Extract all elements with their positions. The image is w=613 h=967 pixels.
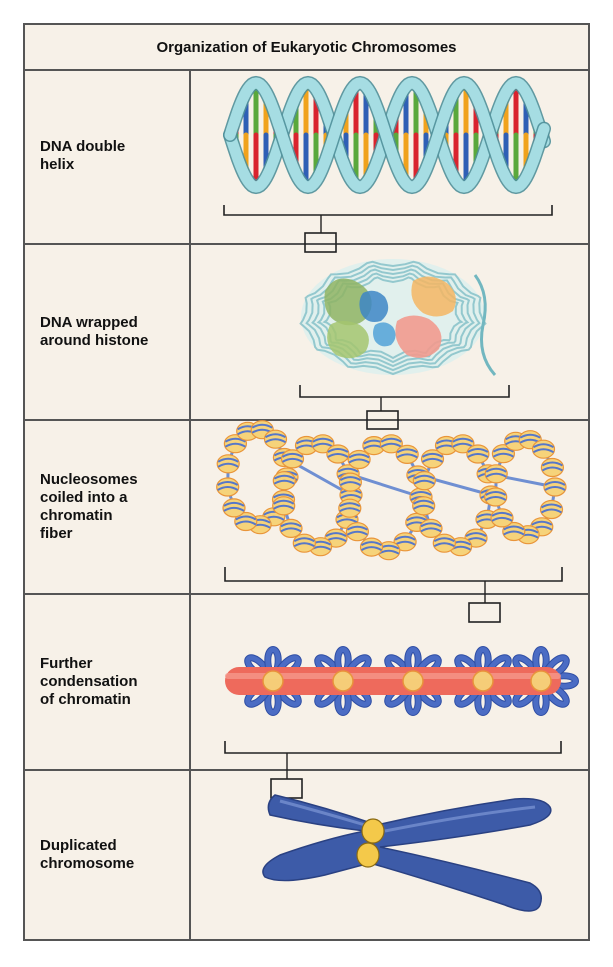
- bead-dna-wrap: [223, 501, 245, 512]
- helix-bracket: [223, 205, 553, 216]
- condensed-chromatin-illustration: [224, 646, 579, 799]
- loop-anchor: [332, 670, 354, 692]
- histone-core: [324, 276, 456, 359]
- dna-tail: [473, 274, 497, 377]
- bead-dna-wrap: [217, 481, 239, 491]
- bead-dna-wrap: [541, 461, 563, 472]
- diagram-title: Organization of Eukaryotic Chromosomes: [25, 25, 588, 71]
- centromere-top: [361, 818, 385, 844]
- bead-dna-wrap: [346, 525, 368, 536]
- bead-dna-wrap: [485, 491, 507, 501]
- loop-anchor: [530, 670, 552, 692]
- stage-label-text: Further condensation of chromatin: [40, 655, 138, 708]
- stage-label-text: Nucleosomes coiled into a chromatin fibe…: [40, 471, 138, 542]
- chromatid-highlight: [384, 805, 536, 833]
- bead-dna-wrap: [413, 474, 435, 485]
- zoom-box: [304, 232, 337, 253]
- bead-dna-wrap: [467, 448, 489, 458]
- bead-dna-wrap: [492, 447, 514, 458]
- fiber-bracket: [224, 567, 563, 582]
- bead-dna-wrap: [339, 502, 361, 513]
- stage-label-text: Duplicated chromosome: [40, 837, 135, 872]
- stage-label-dna-helix: DNA double helix: [25, 69, 191, 243]
- chromosome-illustration: [262, 794, 552, 912]
- bead-dna-wrap: [273, 474, 295, 485]
- bead-dna-wrap: [544, 481, 566, 491]
- dna-coil: [299, 260, 487, 376]
- zoom-box: [468, 602, 501, 623]
- stage-row-chromosome: Duplicated chromosome: [25, 771, 588, 939]
- bead-dna-wrap: [327, 448, 349, 458]
- bead-dna-wrap: [281, 452, 304, 463]
- chromatin-fiber-illustration: [216, 420, 567, 623]
- stage-row-dna-helix: DNA double helix: [25, 69, 588, 245]
- bead-dna-wrap: [264, 433, 287, 444]
- bead-dna-wrap: [452, 437, 474, 448]
- loop-anchor: [262, 670, 284, 692]
- bead-dna-wrap: [224, 437, 246, 448]
- nucleosome-bracket: [299, 385, 510, 398]
- bead-dna-wrap: [235, 515, 257, 526]
- bead-dna-wrap: [217, 457, 239, 468]
- loop-anchor: [402, 670, 424, 692]
- bead-dna-wrap: [312, 437, 334, 448]
- stage-label-condensation: Further condensation of chromatin: [25, 595, 191, 769]
- centromere-bottom: [356, 842, 380, 868]
- stage-label-text: DNA wrapped around histone: [40, 314, 149, 349]
- bead-dna-wrap: [540, 503, 563, 514]
- stage-label-nucleosome: DNA wrapped around histone: [25, 245, 191, 419]
- bead-dna-wrap: [360, 541, 383, 551]
- diagram-frame: Organization of Eukaryotic Chromosomes D…: [23, 23, 590, 941]
- bead-dna-wrap: [532, 443, 555, 454]
- chromatid-highlight: [279, 799, 366, 827]
- stage-label-chromatin-fiber: Nucleosomes coiled into a chromatin fibe…: [25, 421, 191, 593]
- loop-anchor: [472, 670, 494, 692]
- loop-attachment-points: [262, 670, 552, 692]
- bead-dna-wrap: [293, 537, 315, 548]
- bead-dna-wrap: [420, 522, 442, 533]
- dna-double-helix-illustration: [223, 75, 553, 253]
- bead-dna-wrap: [396, 448, 418, 459]
- bead-dna-wrap: [485, 467, 507, 478]
- nucleosome-beads: [216, 420, 567, 561]
- dna-backbone-strands: [223, 75, 551, 195]
- bead-dna-wrap: [348, 453, 370, 464]
- chromosome-body: [262, 794, 552, 912]
- bead-dna-wrap: [413, 499, 435, 510]
- bead-dna-wrap: [339, 476, 361, 486]
- bead-dna-wrap: [421, 452, 444, 463]
- stage-row-chromatin-fiber: Nucleosomes coiled into a chromatin fibe…: [25, 421, 588, 595]
- nucleosome-illustration: [299, 259, 510, 430]
- bead-dna-wrap: [380, 437, 402, 448]
- diagram-artwork: [216, 75, 579, 912]
- dna-coil: [305, 264, 481, 372]
- dna-backbone: [224, 77, 550, 193]
- bead-dna-wrap: [491, 511, 513, 522]
- zoom-box: [366, 410, 399, 430]
- bead-dna-wrap: [273, 499, 295, 510]
- stage-label-text: DNA double helix: [40, 138, 126, 173]
- stage-label-chromosome: Duplicated chromosome: [25, 771, 191, 939]
- condensation-bracket: [224, 741, 562, 754]
- bead-dna-wrap: [433, 537, 455, 548]
- bead-dna-wrap: [280, 522, 302, 533]
- bead-dna-wrap: [503, 525, 525, 536]
- stage-row-nucleosome: DNA wrapped around histone: [25, 245, 588, 421]
- stage-row-condensation: Further condensation of chromatin: [25, 595, 588, 771]
